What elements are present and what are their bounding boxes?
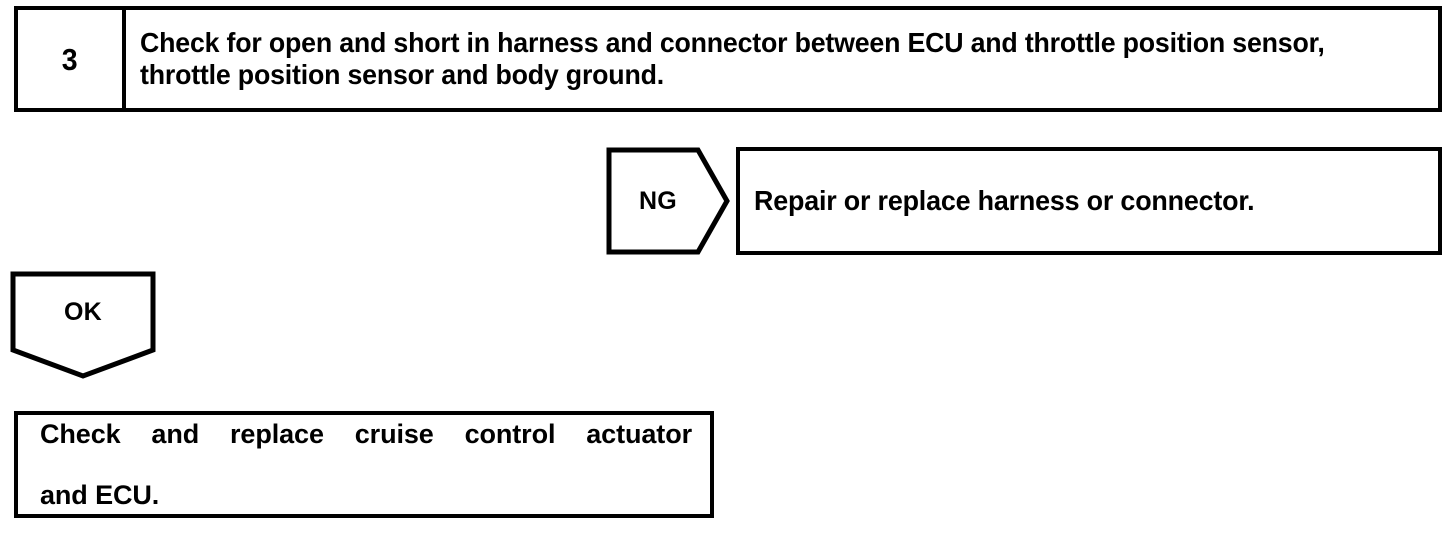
ng-arrow-shape <box>606 147 730 255</box>
ok-branch-label: OK <box>63 297 103 326</box>
step-number-cell: 3 <box>18 10 126 108</box>
final-action-line-2: and ECU. <box>40 479 160 510</box>
final-action-box: Check and replace cruise control actuato… <box>14 411 714 518</box>
final-action-text: Check and replace cruise control actuato… <box>40 389 692 540</box>
final-action-line-1: Check and replace cruise control actuato… <box>40 419 692 450</box>
ng-result-text: Repair or replace harness or connector. <box>754 185 1255 216</box>
ng-result-box: Repair or replace harness or connector. <box>736 147 1442 255</box>
step-instruction-text: Check for open and short in harness and … <box>140 27 1325 90</box>
step-instruction-cell: Check for open and short in harness and … <box>126 10 1438 108</box>
step-row: 3 Check for open and short in harness an… <box>14 6 1442 112</box>
ng-branch-label: NG <box>638 186 678 215</box>
ok-arrow-shape <box>10 271 156 379</box>
step-number: 3 <box>61 41 79 77</box>
